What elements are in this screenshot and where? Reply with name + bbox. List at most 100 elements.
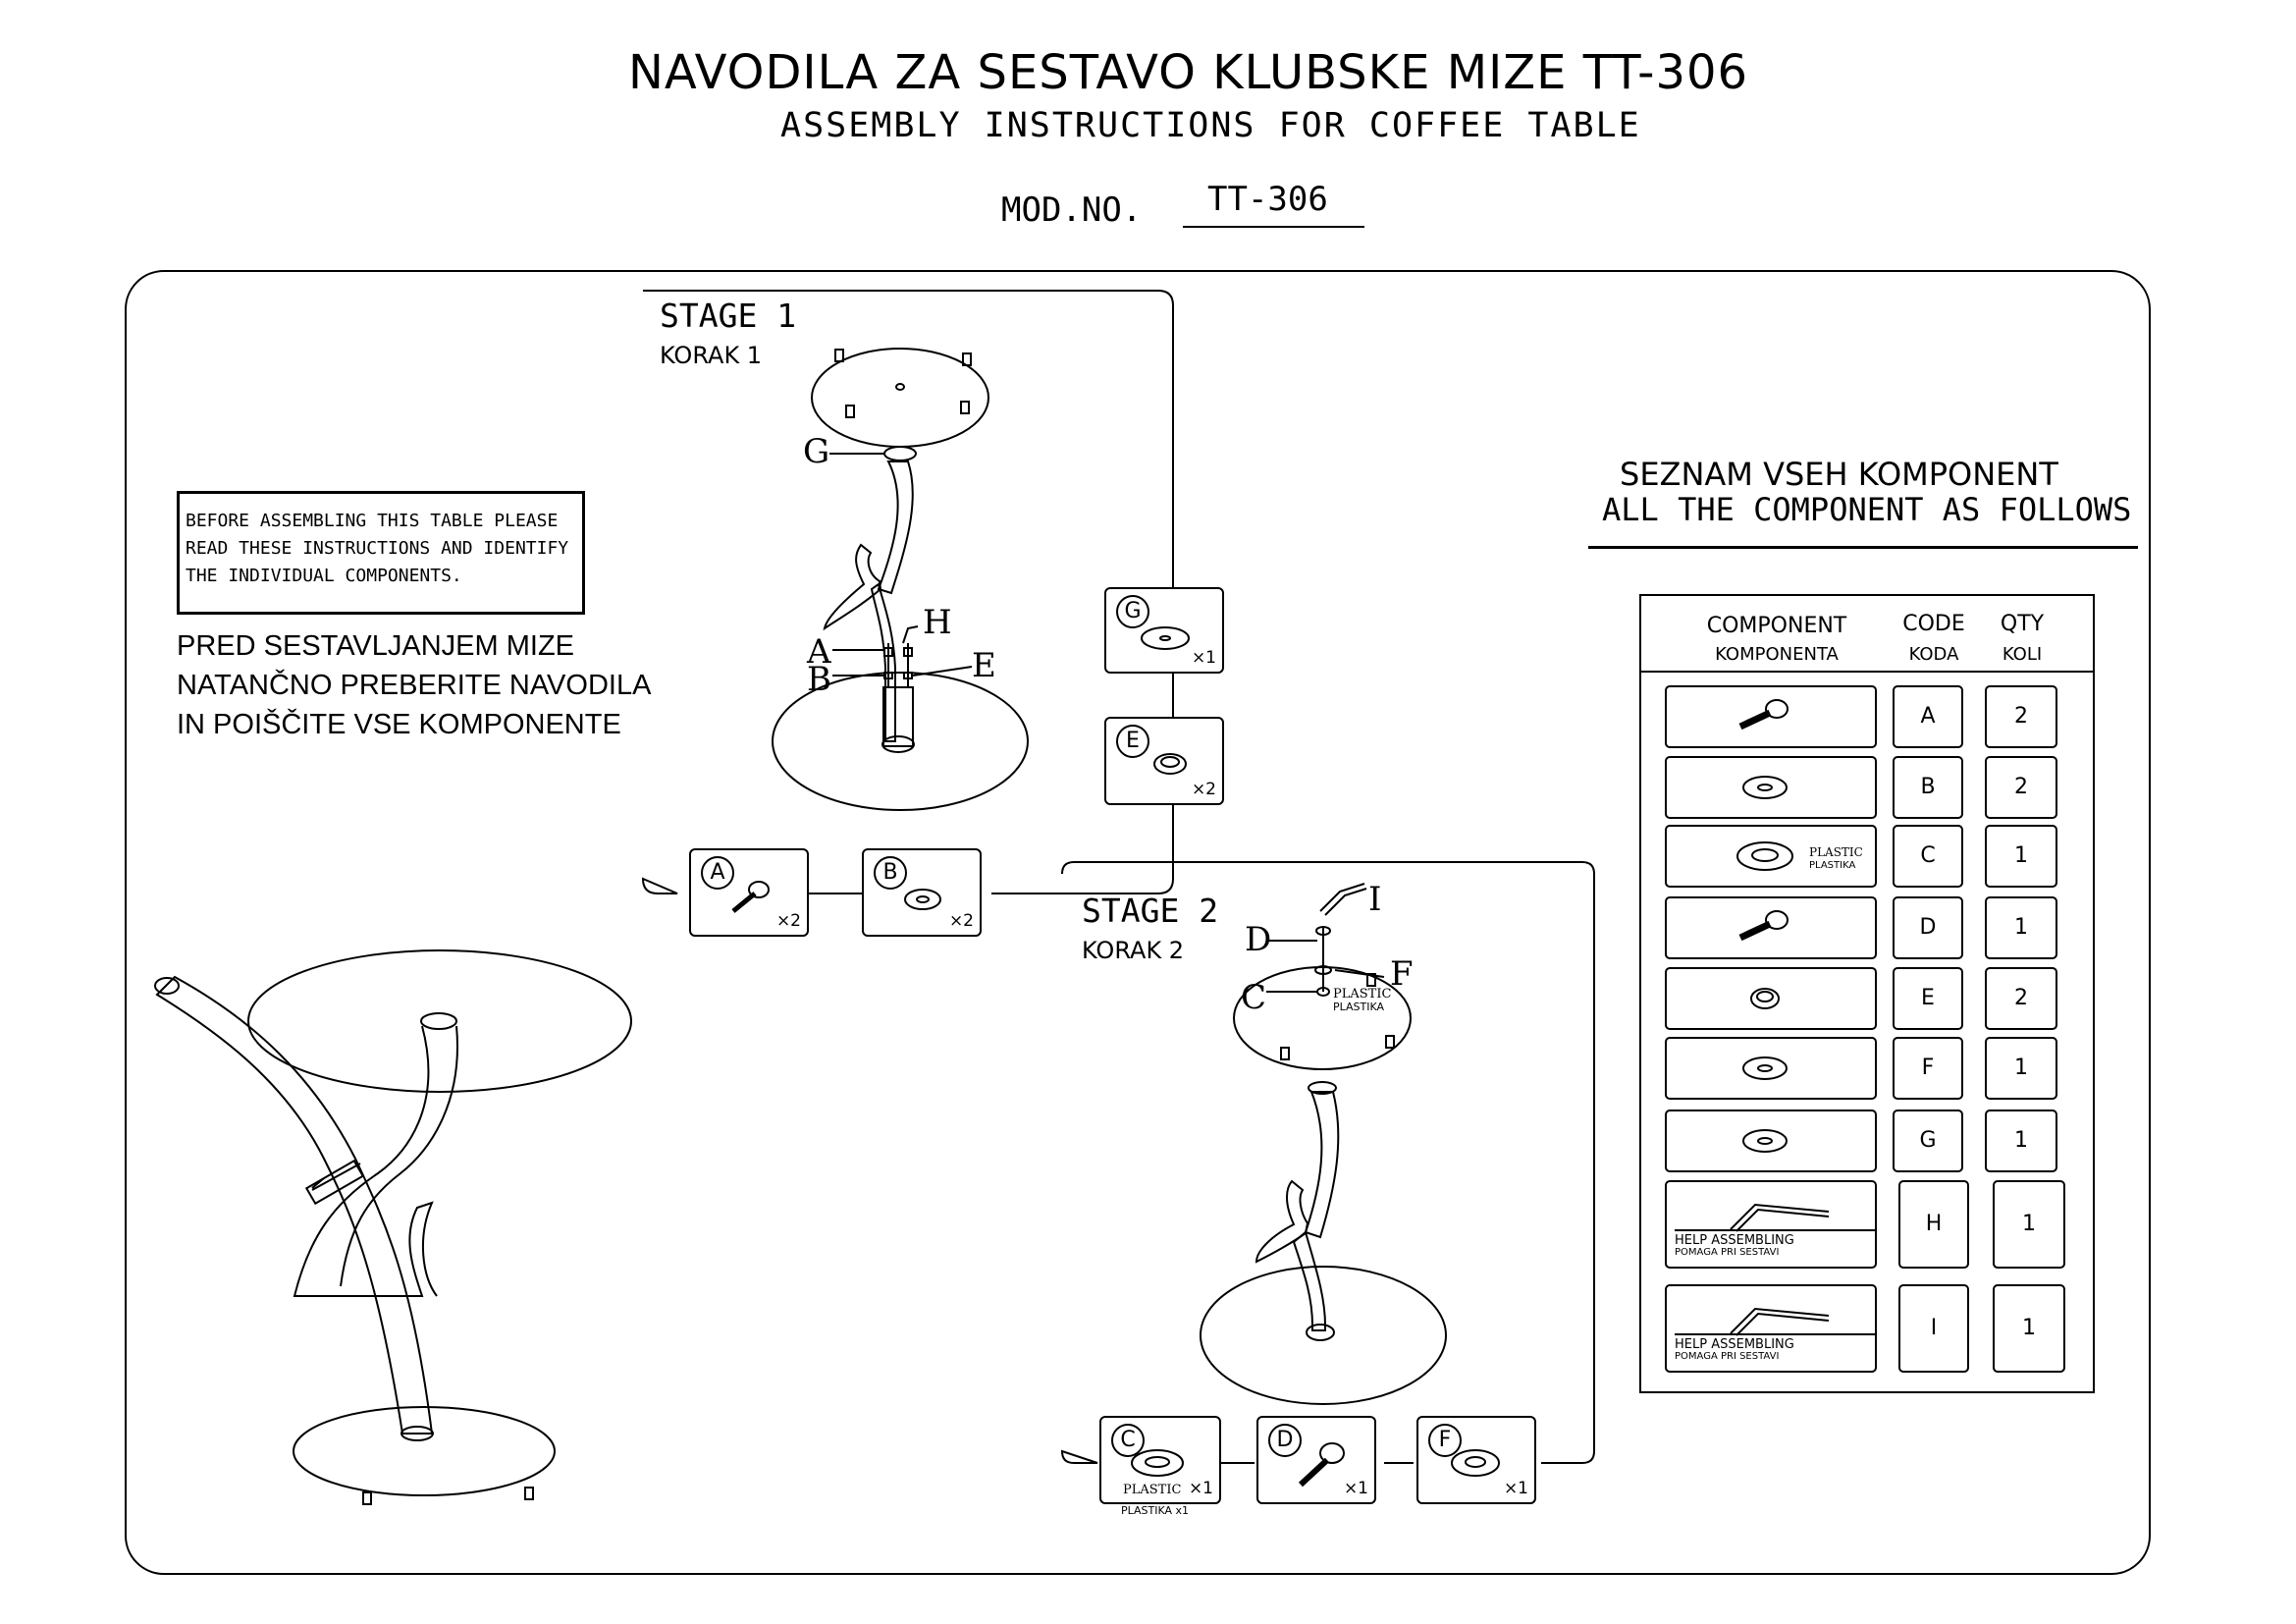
component-cell-a	[1665, 685, 1877, 748]
callout-f-qty: ×1	[1503, 1479, 1528, 1498]
notice-sl-line-2: NATANČNO PREBERITE NAVODILA	[177, 670, 652, 701]
stage1-subtitle: KORAK 1	[660, 342, 763, 369]
col-qty-sl: KOLI	[2002, 644, 2043, 665]
callout-a-qty: ×2	[775, 911, 801, 931]
callout-g: G ×1	[1104, 587, 1224, 674]
col-code: CODE	[1902, 612, 1965, 636]
component-cell-e	[1665, 967, 1877, 1030]
allen-key-icon	[1730, 1307, 1830, 1336]
stage2-label-d: D	[1245, 920, 1272, 959]
stage2-branch	[1255, 1179, 1309, 1264]
model-number-label: MOD.NO.	[1001, 190, 1143, 230]
component-cell-b	[1665, 756, 1877, 819]
stage2-plastika-text: PLASTIKA	[1333, 1001, 1385, 1013]
code-cell-f: F	[1893, 1037, 1963, 1100]
assembled-arc	[155, 975, 434, 1435]
assembled-main-pole	[293, 1025, 438, 1297]
stage2-plastic-note: PLASTIC PLASTIKA	[1333, 988, 1391, 1013]
notice-line-1: BEFORE ASSEMBLING THIS TABLE PLEASE	[186, 511, 559, 531]
notice-line-2: READ THESE INSTRUCTIONS AND IDENTIFY	[186, 538, 569, 559]
qty-cell-i: 1	[1993, 1284, 2065, 1373]
model-number-value: TT-306	[1207, 180, 1328, 219]
code-cell-e: E	[1893, 967, 1963, 1030]
stage2-subtitle: KORAK 2	[1082, 937, 1185, 964]
component-cell-f	[1665, 1037, 1877, 1100]
notice-box: BEFORE ASSEMBLING THIS TABLE PLEASE READ…	[177, 491, 585, 615]
callout-g-qty: ×1	[1191, 648, 1216, 668]
model-number-underline	[1183, 226, 1364, 228]
stage1-base-glass	[772, 672, 1029, 811]
callout-d-qty: ×1	[1343, 1479, 1368, 1498]
stage1-top-bumper-2	[962, 352, 972, 366]
washer-icon	[1742, 1129, 1788, 1153]
stage1-branch	[823, 543, 882, 631]
stage2-frame	[1060, 861, 1595, 1464]
component-list-underline	[1588, 546, 2138, 549]
stage2-allen-key	[1319, 883, 1365, 912]
callout-e: E ×2	[1104, 717, 1224, 805]
stage2-label-c: C	[1241, 978, 1267, 1017]
component-list-heading-sl: SEZNAM VSEH KOMPONENT	[1620, 456, 2058, 493]
code-cell-c: C	[1893, 825, 1963, 888]
component-list-heading-en: ALL THE COMPONENT AS FOLLOWS	[1602, 491, 2132, 528]
qty-cell-b: 2	[1985, 756, 2057, 819]
code-cell-b: B	[1893, 756, 1963, 819]
callout-d-letter: D	[1268, 1424, 1302, 1457]
stage1-label-e: E	[972, 646, 996, 685]
callout-e-letter: E	[1116, 725, 1149, 758]
notice-sl-line-3: IN POIŠČITE VSE KOMPONENTE	[177, 709, 621, 740]
page-title: NAVODILA ZA SESTAVO KLUBSKE MIZE TT-306	[628, 45, 1749, 100]
callout-f: F ×1	[1416, 1416, 1536, 1504]
washer-icon	[1742, 776, 1788, 799]
notice-sl-line-1: PRED SESTAVLJANJEM MIZE	[177, 630, 574, 662]
main-frame	[125, 270, 2151, 1575]
callout-g-letter: G	[1116, 595, 1149, 628]
stage2-title: STAGE 2	[1082, 892, 1219, 930]
plastic-washer-icon	[1736, 841, 1793, 871]
assembled-cap	[420, 1012, 457, 1030]
stage1-base-collar	[882, 686, 914, 747]
stage1-pole	[877, 460, 914, 595]
component-table-header-line	[1639, 671, 2093, 673]
stage2-base-glass	[1200, 1266, 1447, 1405]
callout-b-letter: B	[874, 856, 907, 890]
notice-slovene: PRED SESTAVLJANJEM MIZE NATANČNO PREBERI…	[177, 626, 651, 744]
callout-d: D ×1	[1256, 1416, 1376, 1504]
qty-cell-h: 1	[1993, 1180, 2065, 1269]
stage1-top-bumper	[834, 349, 844, 362]
spring-washer-icon	[1750, 988, 1780, 1009]
qty-cell-a: 2	[1985, 685, 2057, 748]
col-component-sl: KOMPONENTA	[1715, 644, 1839, 665]
callout-c-note: PLASTIC	[1123, 1483, 1182, 1497]
stage2-label-f: F	[1390, 954, 1414, 994]
stage2-pole	[1304, 1091, 1340, 1239]
stage2-g-plate	[1308, 1081, 1337, 1095]
stage2-label-i: I	[1368, 880, 1382, 919]
assembled-base-glass	[293, 1406, 556, 1496]
callout-f-letter: F	[1428, 1424, 1462, 1457]
stage1-part-g	[883, 446, 917, 461]
callout-c-letter: C	[1111, 1424, 1145, 1457]
help-text-sl: POMAGA PRI SESTAVI	[1675, 1351, 1780, 1362]
plastika-text: PLASTIKA	[1809, 860, 1856, 871]
stage1-label-b: B	[807, 660, 831, 699]
stage2-plastic-text: PLASTIC	[1333, 987, 1392, 1001]
stage1-top-bumper-4	[960, 401, 970, 414]
help-text: HELP ASSEMBLING	[1675, 1337, 1794, 1352]
help-text: HELP ASSEMBLING	[1675, 1233, 1794, 1248]
col-component: COMPONENT	[1706, 614, 1847, 638]
component-table	[1639, 594, 2095, 1393]
help-text-sl: POMAGA PRI SESTAVI	[1675, 1247, 1780, 1258]
col-code-sl: KODA	[1908, 644, 1959, 665]
col-qty: QTY	[2000, 612, 2045, 636]
washer-icon	[1742, 1056, 1788, 1080]
component-cell-d	[1665, 896, 1877, 959]
stage1-label-g: G	[803, 432, 830, 471]
qty-cell-c: 1	[1985, 825, 2057, 888]
callout-c-note2: PLASTIKA x1	[1121, 1504, 1190, 1517]
stage1-title: STAGE 1	[660, 297, 797, 335]
